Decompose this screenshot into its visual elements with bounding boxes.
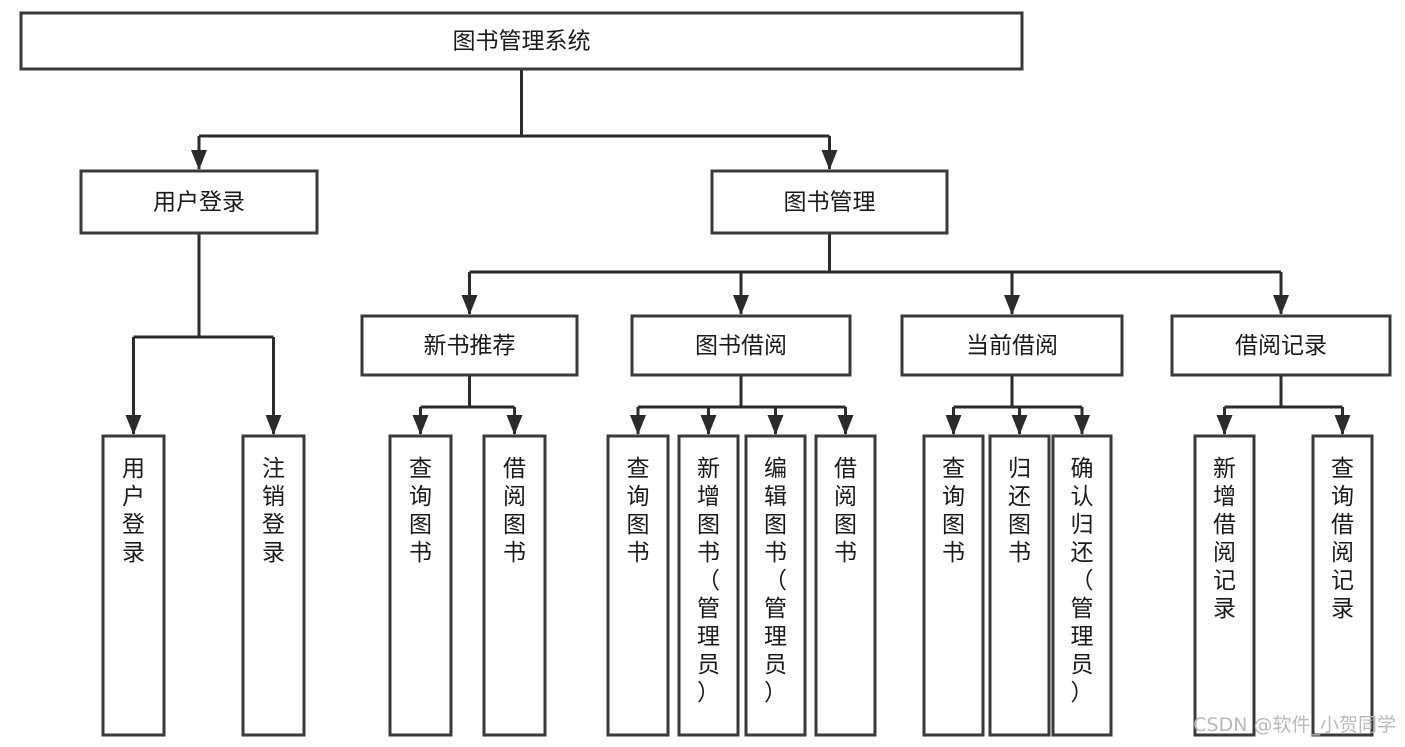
node-borrow-record-label: 借阅记录 (1235, 333, 1327, 359)
node-book-manage-box[interactable] (710, 169, 949, 235)
arrow-head-icon (767, 415, 784, 435)
node-leaf-return-book-box[interactable] (988, 434, 1051, 737)
node-leaf-edit-book[interactable]: 编辑图书（管理员） (744, 434, 807, 737)
node-root-system-label: 图书管理系统 (453, 29, 591, 55)
node-current-borrow[interactable]: 当前借阅 (900, 314, 1124, 377)
node-borrow-record[interactable]: 借阅记录 (1170, 314, 1392, 377)
node-leaf-logout-box[interactable] (241, 434, 306, 737)
node-leaf-query-book-3[interactable]: 查询图书 (922, 434, 985, 737)
node-leaf-return-book-label: 归还图书 (1008, 456, 1031, 566)
arrow-head-icon (1004, 295, 1020, 315)
arrow-head-icon (837, 415, 854, 435)
node-leaf-borrow-book-2-label: 借阅图书 (834, 456, 857, 566)
node-leaf-query-book-1-label: 查询图书 (409, 456, 432, 566)
node-leaf-confirm-return-box[interactable] (1051, 434, 1113, 737)
node-book-borrow-box[interactable] (630, 314, 852, 377)
node-leaf-query-book-2-label: 查询图书 (627, 456, 650, 566)
node-leaf-confirm-return[interactable]: 确认归还（管理员） (1051, 434, 1113, 737)
node-leaf-add-record-box[interactable] (1193, 434, 1256, 737)
node-leaf-borrow-book-1-label: 借阅图书 (503, 456, 526, 566)
node-leaf-add-record[interactable]: 新增借阅记录 (1193, 434, 1256, 737)
node-leaf-borrow-book-1[interactable]: 借阅图书 (482, 434, 547, 737)
node-book-borrow-label: 图书借阅 (695, 333, 787, 359)
node-leaf-query-book-1[interactable]: 查询图书 (388, 434, 453, 737)
arrow-head-icon (1216, 415, 1233, 435)
node-leaf-add-book-label: 新增图书（管理员） (697, 456, 720, 706)
node-leaf-confirm-return-label: 确认归还（管理员） (1071, 456, 1094, 706)
node-book-manage[interactable]: 图书管理 (710, 169, 949, 235)
node-leaf-add-record-label: 新增借阅记录 (1213, 456, 1236, 622)
arrow-head-icon (191, 150, 207, 170)
node-leaf-query-book-2-box[interactable] (606, 434, 670, 737)
node-leaf-query-book-3-box[interactable] (922, 434, 985, 737)
node-leaf-add-book[interactable]: 新增图书（管理员） (677, 434, 740, 737)
connector-layer (125, 69, 1351, 435)
node-leaf-query-book-1-box[interactable] (388, 434, 453, 737)
node-current-borrow-box[interactable] (900, 314, 1124, 377)
arrow-head-icon (1074, 415, 1090, 435)
arrow-head-icon (733, 295, 749, 315)
arrow-head-icon (125, 415, 142, 435)
node-book-borrow[interactable]: 图书借阅 (630, 314, 852, 377)
node-current-borrow-label: 当前借阅 (966, 333, 1058, 359)
arrow-head-icon (412, 415, 429, 435)
arrow-head-icon (1011, 415, 1028, 435)
arrow-head-icon (1273, 295, 1289, 315)
node-borrow-record-box[interactable] (1170, 314, 1392, 377)
arrow-head-icon (506, 415, 523, 435)
node-leaf-query-book-2[interactable]: 查询图书 (606, 434, 670, 737)
arrow-head-icon (700, 415, 717, 435)
node-new-book-recommend-box[interactable] (360, 314, 579, 377)
csdn-watermark: CSDN @软件_小贺同学 (1193, 714, 1396, 736)
arrow-head-icon (945, 415, 962, 435)
arrow-head-icon (1334, 415, 1351, 435)
node-leaf-logout-label: 注销登录 (262, 456, 285, 566)
node-leaf-return-book[interactable]: 归还图书 (988, 434, 1051, 737)
node-user-login-box[interactable] (79, 169, 319, 235)
node-leaf-query-record[interactable]: 查询借阅记录 (1311, 434, 1374, 737)
node-leaf-logout[interactable]: 注销登录 (241, 434, 306, 737)
node-leaf-user-login-box[interactable] (101, 434, 166, 737)
node-new-book-recommend-label: 新书推荐 (424, 333, 516, 359)
arrow-head-icon (265, 415, 282, 435)
node-leaf-edit-book-box[interactable] (744, 434, 807, 737)
node-leaf-query-record-label: 查询借阅记录 (1331, 456, 1354, 622)
node-leaf-borrow-book-2-box[interactable] (814, 434, 877, 737)
arrow-head-icon (461, 295, 478, 315)
node-book-manage-label: 图书管理 (784, 190, 876, 216)
node-user-login[interactable]: 用户登录 (79, 169, 319, 235)
node-user-login-label: 用户登录 (153, 190, 245, 216)
node-leaf-query-book-3-label: 查询图书 (942, 456, 965, 566)
node-leaf-edit-book-label: 编辑图书（管理员） (764, 456, 787, 706)
arrow-head-icon (821, 150, 838, 170)
node-leaf-user-login-label: 用户登录 (122, 456, 145, 566)
node-root-system-box[interactable] (19, 11, 1024, 71)
node-leaf-borrow-book-2[interactable]: 借阅图书 (814, 434, 877, 737)
node-leaf-borrow-book-1-box[interactable] (482, 434, 547, 737)
node-leaf-query-record-box[interactable] (1311, 434, 1374, 737)
node-leaf-add-book-box[interactable] (677, 434, 740, 737)
node-leaf-user-login[interactable]: 用户登录 (101, 434, 166, 737)
arrow-head-icon (630, 415, 646, 435)
node-new-book-recommend[interactable]: 新书推荐 (360, 314, 579, 377)
node-layer: 图书管理系统用户登录图书管理新书推荐图书借阅当前借阅借阅记录用户登录注销登录查询… (19, 11, 1392, 737)
node-root-system[interactable]: 图书管理系统 (19, 11, 1024, 71)
